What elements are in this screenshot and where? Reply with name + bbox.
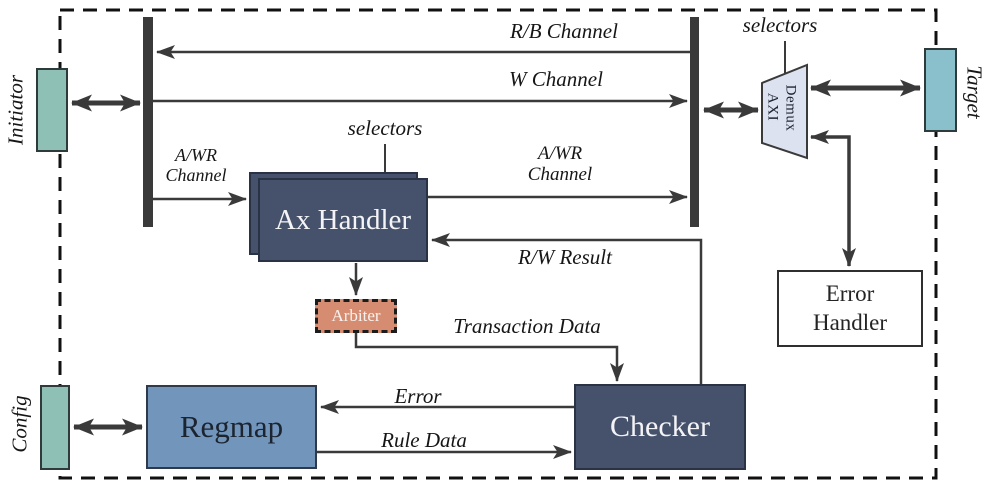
awr-channel-left-label: A/WR Channel bbox=[165, 145, 227, 186]
awr-channel-right-label: A/WR Channel bbox=[527, 143, 593, 186]
error-handler-box: Error Handler bbox=[777, 270, 923, 347]
checker-box: Checker bbox=[574, 384, 746, 470]
initiator-port-block bbox=[36, 68, 68, 152]
selectors-demux-label: selectors bbox=[742, 13, 818, 37]
demux-error-handler-arrow bbox=[810, 130, 856, 267]
transaction-data-arrow bbox=[354, 333, 624, 382]
rule-data-label: Rule Data bbox=[381, 428, 467, 452]
boundary-dashed-border bbox=[58, 8, 938, 480]
rw-result-label: R/W Result bbox=[518, 245, 612, 269]
error-label: Error bbox=[394, 384, 442, 408]
w-channel-label: W Channel bbox=[509, 67, 603, 91]
config-label: Config bbox=[7, 395, 32, 453]
axi-demux-label-line2: Demux bbox=[782, 84, 799, 132]
selectors-ax-label: selectors bbox=[347, 116, 423, 140]
initiator-label: Initiator bbox=[3, 74, 28, 146]
target-label: Target bbox=[962, 65, 987, 119]
rb-channel-label: R/B Channel bbox=[510, 19, 618, 43]
rw-result-arrow bbox=[431, 233, 703, 384]
transaction-data-label: Transaction Data bbox=[453, 314, 601, 338]
ax-handler-box: Ax Handler bbox=[258, 178, 428, 262]
config-port-block bbox=[40, 385, 70, 470]
arbiter-box: Arbiter bbox=[315, 299, 397, 333]
axi-demux-trapezoid bbox=[761, 63, 808, 160]
right-bus-bar bbox=[690, 17, 699, 227]
regmap-box: Regmap bbox=[146, 385, 317, 469]
axi-demux-label-line1: AXI bbox=[764, 92, 781, 122]
target-port-block bbox=[924, 48, 957, 132]
left-bus-bar bbox=[143, 17, 153, 227]
